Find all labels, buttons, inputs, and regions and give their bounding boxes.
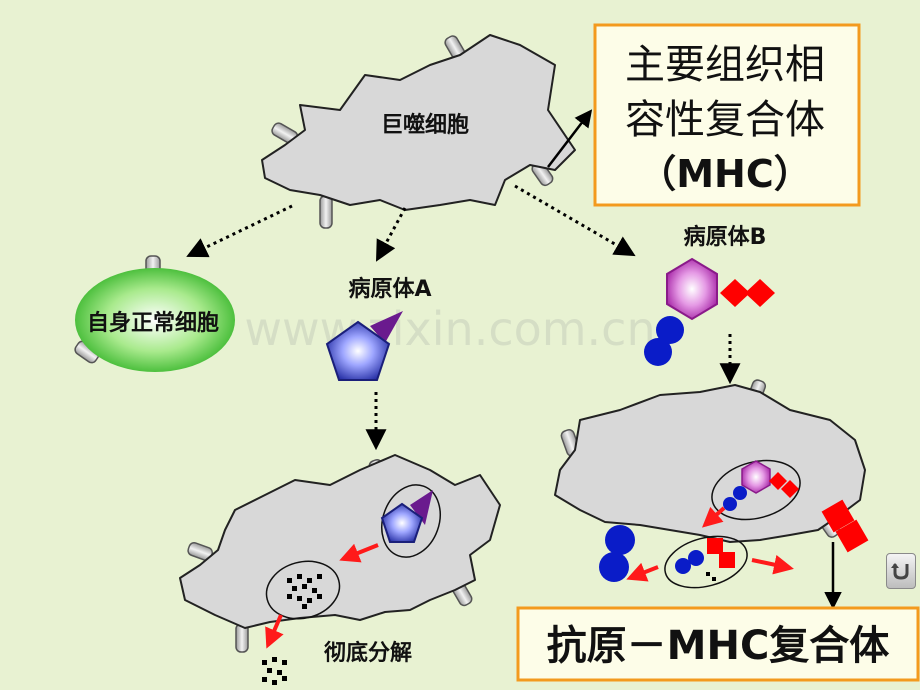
macrophage-b-body: [554, 384, 866, 543]
macrophage-label: 巨噬细胞: [381, 112, 469, 138]
pathogen-a: 病原体A: [325, 276, 432, 381]
pathogen-a-spike: [370, 311, 403, 343]
free-mhc-ball: [605, 525, 635, 555]
dotted-arrow-normal-cell: [186, 204, 293, 258]
red-arrow-a2: [265, 614, 284, 649]
degraded-fragments-inside: [287, 574, 322, 609]
mhc-box-line3: （MHC）: [638, 152, 812, 196]
pathogen-b-hexagon: [666, 257, 718, 321]
engulfed-pathogen-a-spike: [410, 490, 433, 525]
degradation-label: 彻底分解: [324, 640, 412, 666]
watermark-text: www.zixin.com.cn: [244, 302, 655, 356]
red-arrow-b2: [751, 554, 794, 575]
pathogen-b-antigen: [720, 279, 750, 307]
complex-box-text: 抗原－MHC复合体: [547, 623, 890, 669]
engulfed-antigen: [769, 472, 787, 490]
vesicle-mhc-ball: [688, 550, 704, 566]
pathogen-b: 病原体B: [644, 224, 775, 366]
red-arrow-a1: [339, 543, 379, 563]
macrophage-cell: 巨噬细胞: [261, 34, 576, 229]
vesicle-fragment: [712, 577, 716, 581]
engulfed-pathogen-a: [380, 502, 424, 543]
arrow-to-mhc: [547, 109, 593, 168]
mhc-box-line2: 容性复合体: [625, 97, 825, 143]
vesicle-antigen: [719, 552, 735, 568]
vesicle-mhc-ball: [675, 558, 691, 574]
pathogen-a-label: 病原体A: [348, 276, 431, 302]
pathogen-b-blue-ball: [644, 338, 672, 366]
red-arrow-b3: [626, 562, 659, 582]
normal-cell-label: 自身正常细胞: [87, 310, 219, 336]
vesicle-b: [664, 535, 748, 589]
pathogen-b-blue-ball: [656, 316, 684, 344]
surface-antigen: [835, 519, 869, 553]
surface-antigen: [821, 499, 855, 533]
normal-cell: 自身正常细胞: [74, 255, 235, 372]
dotted-arrow-pathogen-a: [376, 207, 407, 262]
engulfed-pathogen-b: [741, 460, 771, 494]
engulfed-mhc-ball: [723, 497, 737, 511]
macrophage-a: 彻底分解: [179, 454, 501, 685]
macrophage-b: [554, 379, 869, 610]
macrophage-body: [261, 34, 576, 211]
pathogen-b-antigen: [745, 279, 775, 307]
normal-cell-body: [75, 268, 235, 372]
vesicle-antigen: [707, 538, 723, 554]
mhc-box-line1: 主要组织相: [625, 42, 825, 88]
phagosome-b: [711, 459, 801, 521]
pathogen-a-pentagon: [325, 320, 391, 381]
return-arrow-icon: [891, 563, 909, 580]
lysosome-a: [265, 560, 341, 620]
dotted-arrow-pathogen-b: [514, 184, 636, 257]
engulfed-mhc-ball: [733, 486, 747, 500]
red-arrow-b1: [702, 506, 726, 528]
pathogen-b-label: 病原体B: [684, 224, 767, 250]
complex-box: 抗原－MHC复合体: [516, 606, 920, 682]
dotted-arrows: [186, 184, 741, 451]
mhc-box: 主要组织相 容性复合体 （MHC）: [593, 23, 861, 207]
vesicle-fragment: [706, 572, 710, 576]
phagosome-a: [381, 484, 441, 558]
free-mhc-ball: [599, 552, 629, 582]
degraded-fragments-outside: [262, 657, 287, 685]
return-button[interactable]: [886, 553, 916, 589]
engulfed-antigen: [781, 480, 799, 498]
macrophage-a-body: [179, 454, 501, 629]
